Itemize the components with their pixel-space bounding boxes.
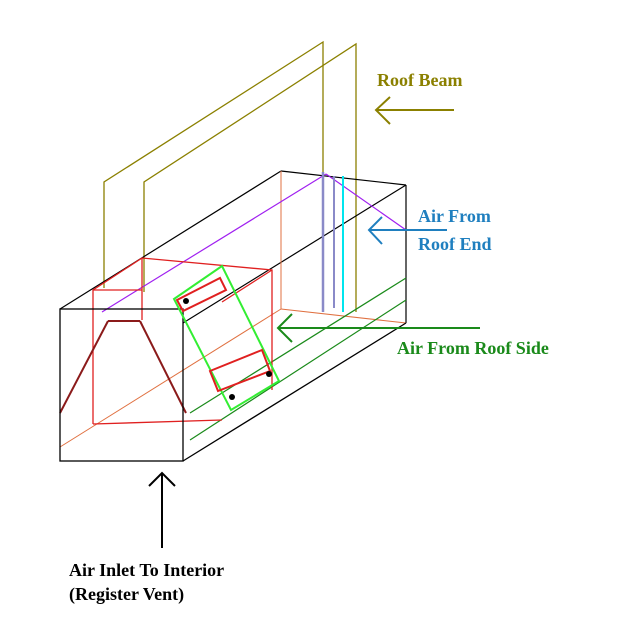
air-from-roof-end-label-line2: Roof End [418, 234, 492, 254]
roof-end-air-lines [321, 172, 344, 312]
duct-box-front [59, 308, 407, 462]
roof-beam-label: Roof Beam [377, 70, 463, 90]
roof-beam-arrow [374, 96, 454, 125]
roof-end-arrow [367, 216, 447, 245]
damper-pivot-right [266, 371, 272, 377]
damper-pivot-top [183, 298, 189, 304]
purple-line [101, 173, 407, 313]
roof-side-arrow [276, 313, 480, 343]
duct-box-back [59, 170, 407, 324]
damper-assembly [172, 264, 281, 412]
air-inlet-label-line2: (Register Vent) [69, 584, 185, 604]
air-inlet-label-line1: Air Inlet To Interior [69, 560, 225, 580]
damper-pivot-bottom [229, 394, 235, 400]
air-from-roof-end-label-line1: Air From [418, 206, 491, 226]
register-funnel [59, 320, 187, 414]
roof-side-air-lines [189, 277, 407, 441]
air-from-roof-side-label: Air From Roof Side [397, 338, 549, 358]
red-frame [92, 257, 273, 425]
air-inlet-arrow [148, 471, 176, 548]
